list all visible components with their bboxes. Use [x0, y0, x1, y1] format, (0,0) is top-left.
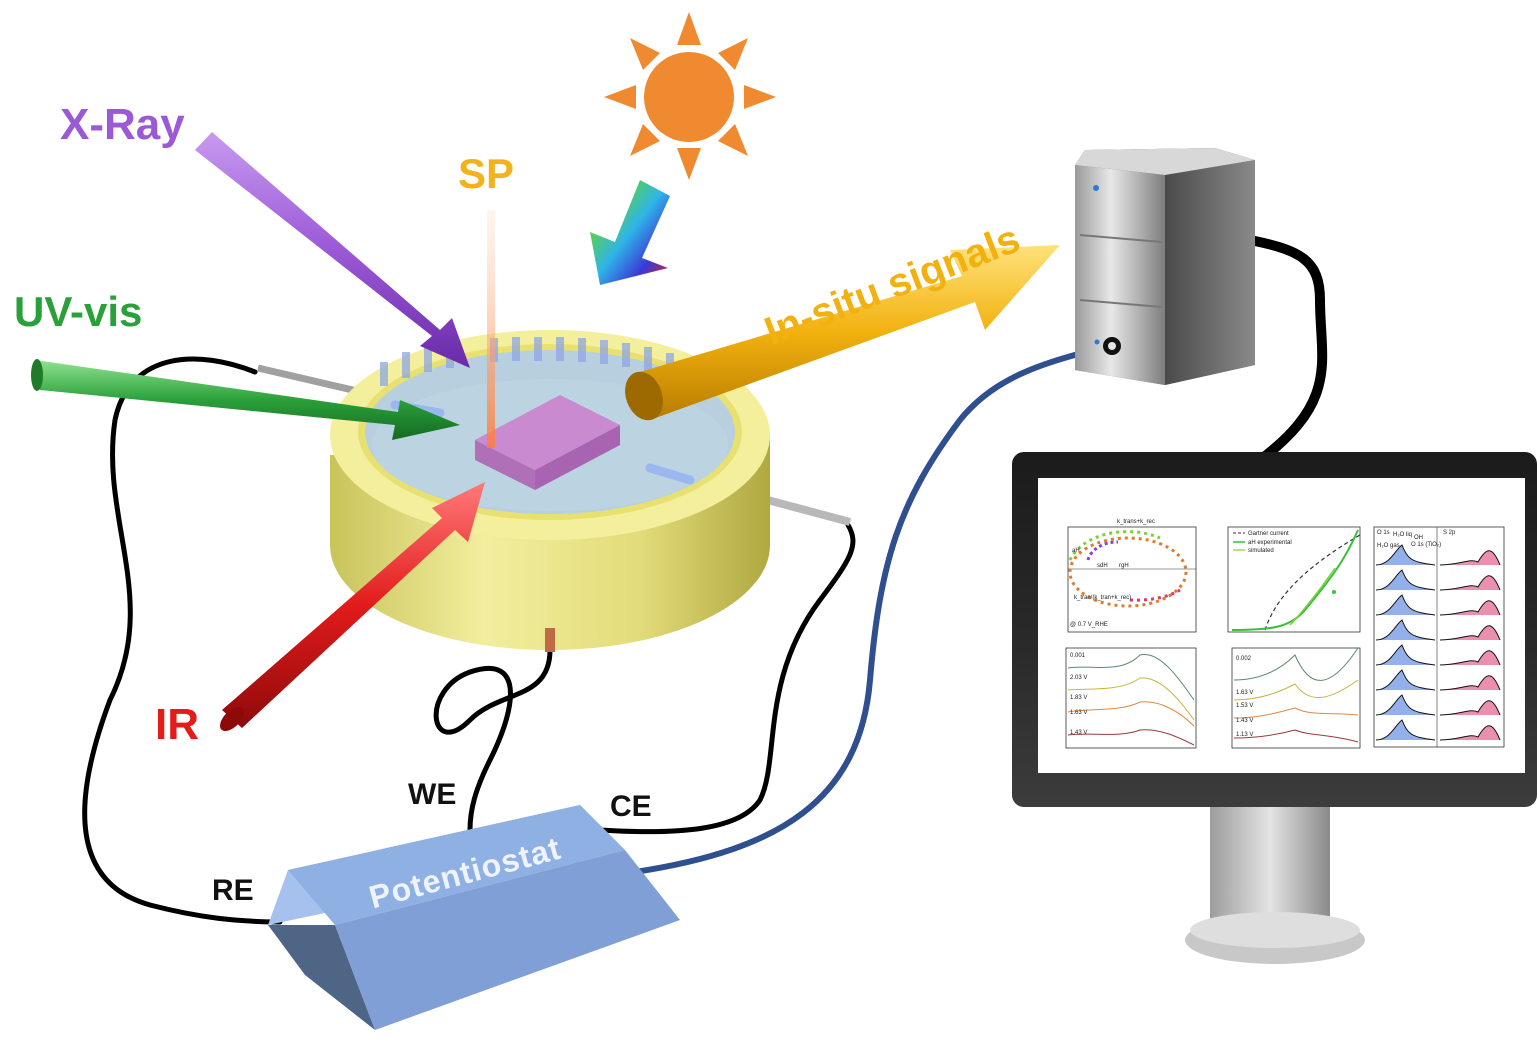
p1-rgh-label: rgH	[1119, 563, 1129, 569]
potentiostat-box	[268, 805, 680, 1030]
sample-plate	[475, 395, 620, 490]
computer-tower-icon	[1075, 148, 1255, 385]
re-cable	[82, 356, 283, 925]
plot-panel-1: k_trans+k_rec aH sdH rgH k_tran/(k_tran+…	[1067, 519, 1197, 633]
ce-label: CE	[610, 790, 652, 823]
p4-v3: 1.43 V	[1236, 718, 1253, 724]
p5-header-o1s: O 1s	[1377, 530, 1390, 536]
xray-label: X-Ray	[60, 100, 185, 149]
plot-panel-3: 0.001 2.03 V 1.83 V 1.63 V 1.43 V	[1065, 647, 1197, 749]
p1-sdh-label: sdH	[1097, 563, 1108, 569]
p4-scale: 0.002	[1236, 656, 1252, 662]
p4-v1: 1.63 V	[1236, 690, 1253, 696]
p2-legend-1: Gartner current	[1248, 531, 1289, 537]
p3-v1: 2.03 V	[1070, 675, 1087, 681]
p1-formula: k_tran/(k_tran+k_rec)	[1074, 595, 1131, 601]
screen-content: k_trans+k_rec aH sdH rgH k_tran/(k_tran+…	[1065, 519, 1505, 749]
plot-panel-5: O 1s S 2p H₂O gas H₂O liq OH O 1s (TiO₂)	[1373, 526, 1505, 748]
p5-label-h2o-liq: H₂O liq	[1393, 532, 1412, 538]
xray-arrow	[195, 132, 470, 368]
plot-panel-2: Gartner current aH experimental simulate…	[1227, 526, 1361, 633]
ir-arrow	[219, 482, 485, 732]
p3-v3: 1.63 V	[1070, 710, 1087, 716]
p4-v2: 1.53 V	[1236, 703, 1253, 709]
ce-cable	[597, 522, 856, 835]
p5-label-h2o-gas: H₂O gas	[1377, 543, 1400, 549]
p1-top-label: k_trans+k_rec	[1117, 519, 1155, 525]
monitor-icon	[1012, 452, 1537, 964]
p3-scale: 0.001	[1070, 653, 1086, 659]
uvvis-label: UV-vis	[14, 288, 143, 335]
p5-label-o1s-tio2: O 1s (TiO₂)	[1411, 542, 1441, 548]
plot-panel-4: 0.002 1.63 V 1.53 V 1.43 V 1.13 V	[1231, 647, 1361, 749]
monitor-cable	[1245, 235, 1328, 465]
p1-potential: @ 0.7 V_RHE	[1070, 622, 1108, 628]
ir-label: IR	[155, 700, 199, 749]
uvvis-arrow	[31, 359, 460, 440]
cables	[82, 235, 1328, 925]
p3-v4: 1.43 V	[1070, 730, 1087, 736]
p3-v2: 1.83 V	[1070, 695, 1087, 701]
we-cable	[433, 647, 553, 833]
p5-label-oh: OH	[1414, 535, 1423, 541]
p2-legend-2: aH experimental	[1248, 540, 1292, 546]
p4-v4: 1.13 V	[1236, 732, 1253, 738]
sun-icon	[604, 12, 776, 180]
sp-label: SP	[458, 150, 515, 197]
signals-arrow	[625, 245, 1060, 421]
re-label: RE	[212, 874, 254, 907]
rainbow-arrow-icon	[590, 180, 670, 285]
we-label: WE	[408, 778, 457, 811]
signal-cable	[632, 342, 1113, 875]
p1-ah-label: aH	[1072, 548, 1080, 554]
p5-header-s2p: S 2p	[1443, 530, 1456, 536]
sp-beam	[487, 210, 495, 448]
p2-legend-3: simulated	[1248, 548, 1274, 554]
